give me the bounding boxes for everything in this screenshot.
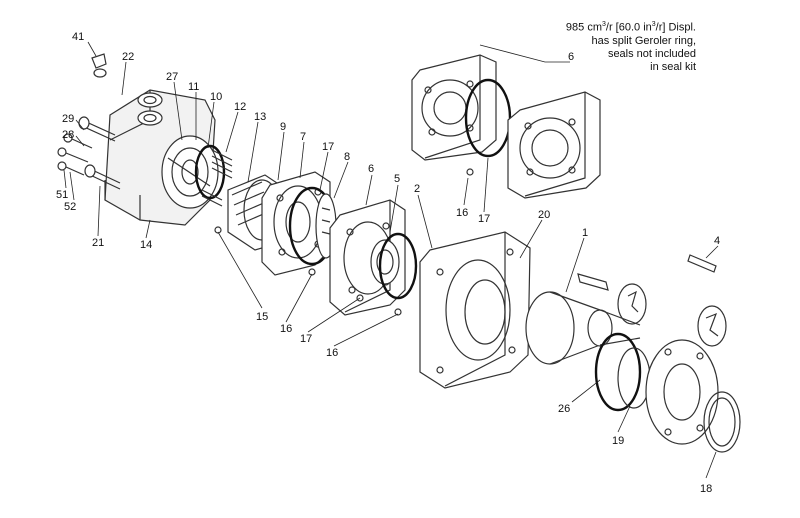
- callout-19: 19: [612, 435, 624, 447]
- balance-ring: [194, 144, 226, 200]
- callout-16-upper: 16: [456, 207, 468, 219]
- seal-detail-lower: [697, 305, 727, 347]
- callout-52: 52: [64, 201, 76, 213]
- callout-1: 1: [582, 227, 588, 239]
- callout-22: 22: [122, 51, 134, 63]
- ring-17-center: [378, 232, 418, 300]
- callout-13: 13: [254, 111, 266, 123]
- callout-15: 15: [256, 311, 268, 323]
- geroler-split-upper: [411, 54, 512, 161]
- callout-51: 51: [56, 189, 68, 201]
- callout-11: 11: [188, 81, 199, 93]
- note-line-4: in seal kit: [650, 60, 696, 73]
- note-line-1: 985 cm3/r [60.0 in3/r] Displ.: [565, 21, 696, 34]
- callout-41: 41: [72, 31, 84, 43]
- callout-16-left: 16: [280, 323, 292, 335]
- callout-7: 7: [300, 131, 306, 143]
- callout-4: 4: [714, 235, 720, 247]
- housing-2: [419, 231, 531, 389]
- callout-14: 14: [140, 239, 152, 251]
- screws-29-28: [57, 133, 93, 176]
- seal-detail-upper: [617, 283, 647, 325]
- screw-4: [687, 254, 717, 273]
- callout-10: 10: [210, 91, 222, 103]
- callout-2: 2: [414, 183, 420, 195]
- front-flange: [645, 339, 719, 445]
- callout-12: 12: [234, 101, 246, 113]
- valve-plate: [161, 135, 219, 209]
- ring-18: [703, 391, 741, 453]
- callout-18: 18: [700, 483, 712, 495]
- callout-6-upper: 6: [568, 51, 574, 63]
- callout-21: 21: [92, 237, 104, 249]
- callout-27: 27: [166, 71, 178, 83]
- callout-17-right: 17: [478, 213, 490, 225]
- callout-17-lower: 17: [300, 333, 312, 345]
- note-line-3: seals not included: [607, 47, 696, 60]
- seal-26: [594, 332, 642, 412]
- callout-labels: 41 22 27 11 10 12 13 9 7 17 8 6 5 2 20 1…: [56, 31, 720, 495]
- displacement-note: 985 cm3/r [60.0 in3/r] Displ. has split …: [456, 18, 696, 74]
- callout-26: 26: [558, 403, 570, 415]
- output-shaft-1: [525, 291, 641, 365]
- star-gear-5: [370, 239, 400, 285]
- callout-9: 9: [280, 121, 286, 133]
- callout-20: 20: [538, 209, 550, 221]
- bolts-21: [78, 116, 121, 190]
- callout-17-upper: 17: [322, 141, 334, 153]
- callout-5: 5: [394, 173, 400, 185]
- leader-lines: [63, 41, 719, 479]
- callout-8: 8: [344, 151, 350, 163]
- callout-28: 28: [62, 129, 74, 141]
- callout-29: 29: [62, 113, 74, 125]
- callout-16-lower: 16: [326, 347, 338, 359]
- callout-6-center: 6: [368, 163, 374, 175]
- note-line-2: has split Geroler ring,: [591, 34, 696, 47]
- key: [577, 273, 609, 291]
- plug-41: [91, 53, 107, 78]
- geroler-split-lower: [507, 91, 601, 199]
- springs: [201, 149, 233, 207]
